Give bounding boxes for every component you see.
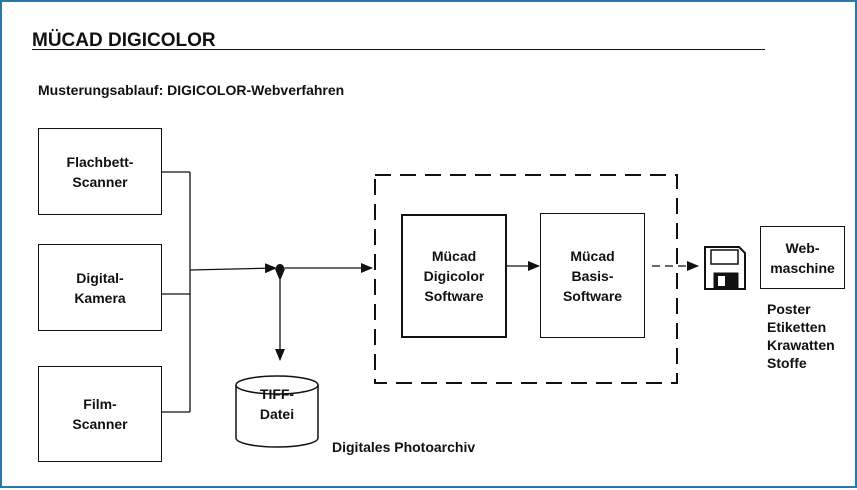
product-item: Poster	[767, 301, 811, 317]
software-frame	[374, 174, 678, 384]
diagram-subtitle: Musterungsablauf: DIGICOLOR-Webverfahren	[38, 82, 345, 98]
database-cylinder	[235, 375, 319, 448]
product-item: Etiketten	[767, 319, 827, 335]
output-web-machine: Web- maschine	[760, 226, 845, 289]
page-title: MÜCAD DIGICOLOR	[32, 30, 216, 51]
input-bracket	[162, 171, 191, 413]
input-film-scanner: Film- Scanner	[38, 366, 162, 462]
arrow-to-junction	[189, 263, 277, 274]
input-digital-camera: Digital- Kamera	[38, 244, 162, 331]
title-underline	[32, 49, 765, 50]
product-list: Poster Etiketten Krawatten Stoffe	[767, 300, 835, 372]
archive-label: TIFF- Datei	[259, 386, 295, 422]
software-basis: Mücad Basis- Software	[540, 213, 645, 338]
floppy-disk-icon	[704, 246, 746, 290]
junction-dot	[276, 264, 284, 272]
product-item: Krawatten	[767, 337, 835, 353]
product-item: Stoffe	[767, 355, 807, 371]
software-digicolor: Mücad Digicolor Software	[401, 214, 507, 338]
input-flatbed-scanner: Flachbett- Scanner	[38, 128, 162, 215]
archive-caption: Digitales Photoarchiv	[332, 439, 476, 455]
